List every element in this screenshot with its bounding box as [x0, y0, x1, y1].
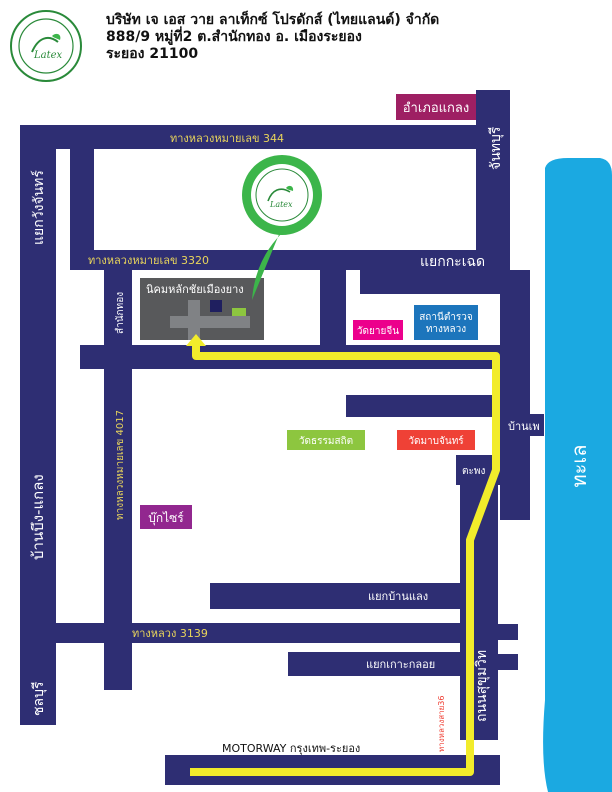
highway-344-label: ทางหลวงหมายเลข 344 — [170, 132, 284, 145]
estate-inner-road-v — [188, 300, 200, 340]
chanthaburi-label: จันทบุรี — [488, 126, 504, 170]
yaek-wang-chan-label: แยกวังจันทร์ — [30, 170, 47, 245]
highway-36-label: ทางหลวงสาย36 — [437, 696, 446, 753]
yaek-ko-kloi-label: แยกเกาะกลอย — [366, 658, 435, 671]
pin-logo-text: Latex — [269, 200, 293, 209]
route-arrow — [186, 334, 206, 346]
road-highway-344 — [20, 125, 510, 149]
road-ban-laeng — [210, 583, 460, 609]
road-block-connector — [346, 395, 500, 417]
ban-bueng-klaeng-label: บ้านบึง-แกลง — [29, 474, 47, 560]
logo-text: Latex — [33, 50, 63, 61]
wat-map-chan-label: วัดมาบจันทร์ — [408, 435, 464, 447]
wat-thammasathit-label: วัดธรรมสถิต — [299, 436, 353, 447]
road-connector-left — [70, 149, 94, 269]
road-ko-kloi — [288, 652, 460, 676]
samnak-thong-label: สำนักทอง — [115, 292, 126, 334]
road-chanthaburi — [476, 90, 510, 280]
road-highway-3320 — [70, 250, 510, 270]
ban-phe-label: บ้านเพ — [508, 420, 540, 433]
location-pin: Latex — [242, 155, 322, 300]
sea-area — [543, 158, 612, 792]
company-address-line1: 888/9 หมู่ที่2 ต.สำนักทอง อ. เมืองระยอง — [106, 29, 362, 45]
header: Latex บริษัท เจ เอส วาย ลาเท็กซ์ โปรดักส… — [0, 0, 612, 82]
wat-yai-chin-box — [353, 320, 403, 340]
wat-map-chan-box — [397, 430, 475, 450]
sukhumvit-label: ถนนสุขุมวิท — [474, 650, 490, 722]
road-spur-1 — [438, 624, 460, 640]
amphoe-klaeng-label: อำเภอแกลง — [403, 101, 470, 116]
road-samnak-thong — [104, 270, 132, 690]
yaek-kachet-label: แยกกะเฉด — [420, 254, 485, 270]
chonburi-label: ชลบุรี — [31, 681, 47, 716]
road-spur-4 — [360, 270, 500, 294]
company-logo: Latex — [8, 8, 84, 84]
company-address-line2: ระยอง 21100 — [106, 46, 199, 62]
yaek-ban-laeng-label: แยกบ้านแลง — [368, 590, 428, 603]
road-highway-3139 — [20, 623, 460, 643]
highway-3139-label: ทางหลวง 3139 — [132, 627, 208, 640]
estate-inner-road — [170, 316, 250, 328]
road-spur-3 — [498, 654, 518, 670]
industrial-estate-label: นิคมหลักชัยเมืองยาง — [146, 283, 244, 296]
amphoe-klaeng-box — [396, 94, 476, 120]
boonsri-box — [140, 505, 192, 529]
factory-plot — [210, 300, 222, 312]
company-name: บริษัท เจ เอส วาย ลาเท็กซ์ โปรดักส์ (ไทย… — [106, 12, 440, 28]
ta-phong-label: ตะพง — [462, 466, 485, 477]
highway-3320-label: ทางหลวงหมายเลข 3320 — [88, 254, 209, 267]
police-station-label: สถานีตำรวจทางหลวง — [419, 311, 473, 335]
road-ban-phe — [510, 414, 544, 436]
wat-yai-chin-label: วัดยายจีน — [357, 325, 399, 337]
highway-4017-label: ทางหลวงหมายเลข 4017 — [115, 410, 126, 520]
road-network — [20, 90, 544, 785]
company-info: บริษัท เจ เอส วาย ลาเท็กซ์ โปรดักส์ (ไทย… — [106, 12, 439, 63]
sea-label: ทะเล — [567, 444, 591, 487]
road-spur-2 — [498, 624, 518, 640]
police-station-box — [414, 305, 478, 340]
wat-thammasathit-box — [287, 430, 365, 450]
factory-plot-green — [232, 308, 246, 316]
motorway-label: MOTORWAY กรุงเทพ-ระยอง — [222, 742, 360, 755]
boonsri-label: บุ๊กไซร์ — [148, 511, 184, 526]
route-path — [190, 344, 500, 776]
